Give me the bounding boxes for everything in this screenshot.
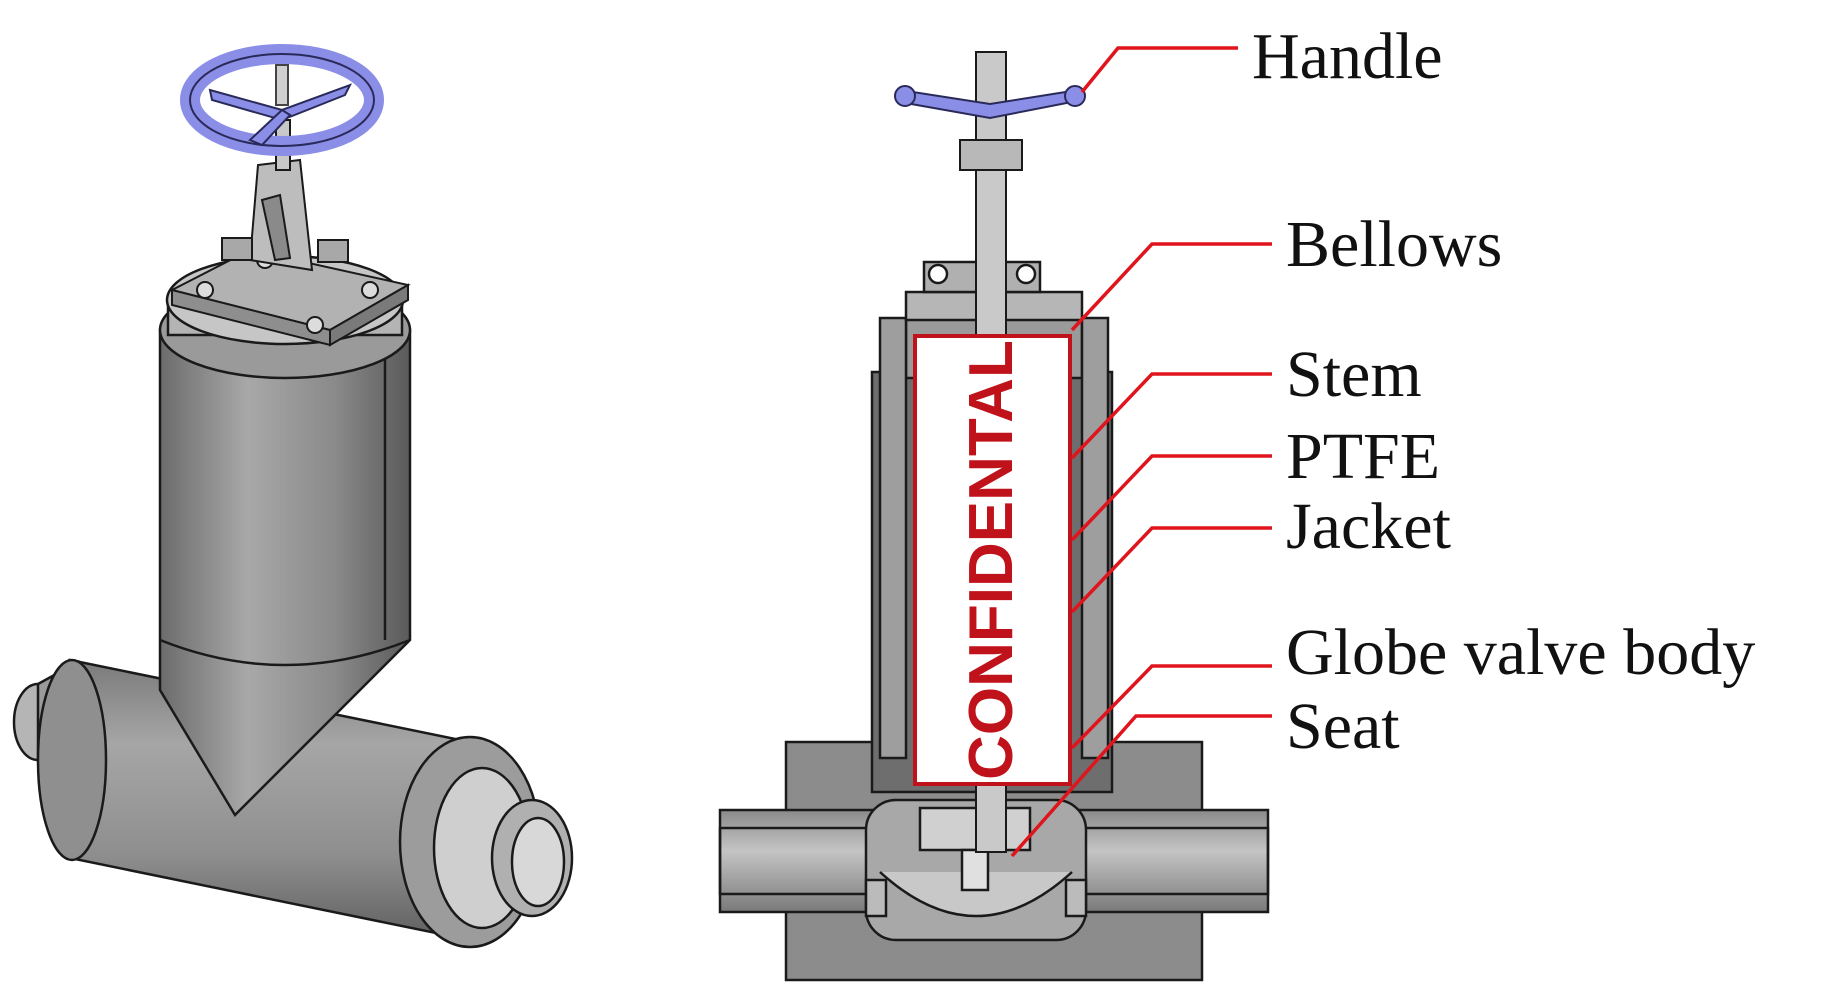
label-jacket: Jacket	[1286, 490, 1451, 563]
part-labels: Handle Bellows Stem PTFE Jacket Globe va…	[1252, 20, 1755, 763]
valve-section-view: CONFIDENTAL	[718, 51, 1270, 982]
label-globe-valve-body: Globe valve body	[1286, 616, 1755, 689]
pipe-3d	[12, 658, 574, 949]
section-handle	[894, 85, 1086, 120]
label-seat: Seat	[1286, 690, 1400, 763]
handwheel-3d	[180, 44, 384, 156]
leader-bellows	[1070, 242, 1272, 332]
leader-ptfe	[1070, 454, 1272, 542]
leader-globe-valve-body	[1070, 664, 1272, 750]
leader-jacket	[1070, 526, 1272, 614]
confidential-stamp: CONFIDENTAL	[913, 334, 1072, 786]
leader-lines	[1010, 46, 1272, 858]
leader-handle	[1080, 46, 1238, 94]
leader-seat	[1010, 714, 1272, 858]
stamp-text: CONFIDENTAL	[957, 340, 1026, 780]
label-bellows: Bellows	[1286, 208, 1502, 281]
label-stem: Stem	[1286, 338, 1422, 411]
valve-3d-view	[12, 44, 574, 949]
bonnet-3d	[169, 119, 411, 347]
label-ptfe: PTFE	[1286, 420, 1440, 493]
leader-stem	[1070, 372, 1272, 460]
label-handle: Handle	[1252, 20, 1443, 93]
